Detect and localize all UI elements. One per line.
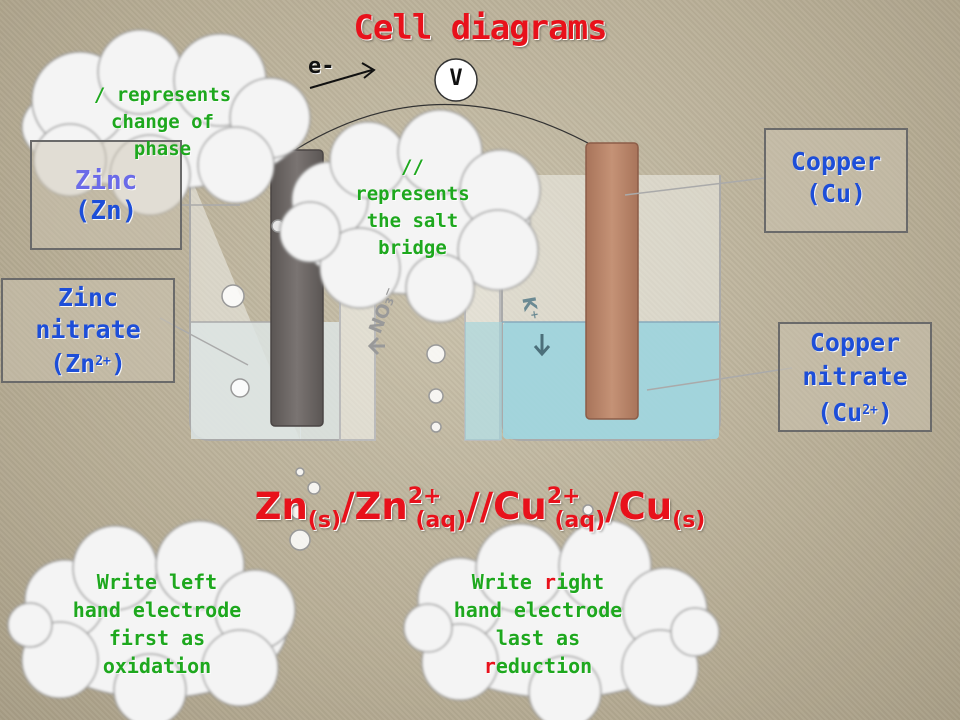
label-zinc-nitrate: Zinc nitrate (Zn2+)	[1, 278, 175, 383]
label-copper-line1: Copper	[790, 147, 882, 176]
label-zinc-nitrate-line1: Zinc	[57, 283, 119, 312]
label-copper-nitrate-line1: Copper	[809, 328, 901, 357]
voltmeter-label: V	[449, 66, 463, 91]
label-copper-nitrate-line2: nitrate	[802, 362, 908, 391]
label-zinc-line1: Zinc	[74, 166, 138, 196]
label-zinc: Zinc (Zn)	[30, 140, 182, 250]
callout-salt-bridge-text: // represents the salt bridge	[355, 156, 470, 259]
label-copper-line2: (Cu)	[805, 179, 867, 208]
electron-label: e-	[308, 54, 335, 79]
cell-notation: Zn(s)/Zn2+(aq)//Cu2+(aq)/Cu(s)	[254, 484, 706, 533]
cloud-left	[7, 520, 296, 720]
label-copper-nitrate-line3: (Cu2+)	[817, 398, 893, 427]
page-title: Cell diagrams	[353, 8, 607, 48]
cloud-salt-bridge	[279, 109, 541, 323]
callout-left-text: Write left hand electrode first as oxida…	[72, 570, 242, 678]
callout-right-text: Write right hand electrode last as reduc…	[453, 570, 623, 678]
label-copper: Copper (Cu)	[764, 128, 908, 233]
voltmeter	[434, 58, 478, 102]
copper-electrode	[585, 142, 639, 420]
electron-arrow	[309, 69, 373, 89]
label-zinc-nitrate-line2: nitrate	[35, 315, 141, 344]
callout-phase-text: / represents change of phase	[93, 84, 232, 160]
cloud-right	[403, 519, 720, 720]
potassium-ion-label: K⁺	[517, 295, 543, 322]
label-zinc-nitrate-line3: (Zn2+)	[50, 349, 126, 378]
external-wire	[294, 103, 598, 151]
label-copper-nitrate: Copper nitrate (Cu2+)	[778, 322, 932, 432]
label-zinc-line2: (Zn)	[74, 196, 138, 226]
